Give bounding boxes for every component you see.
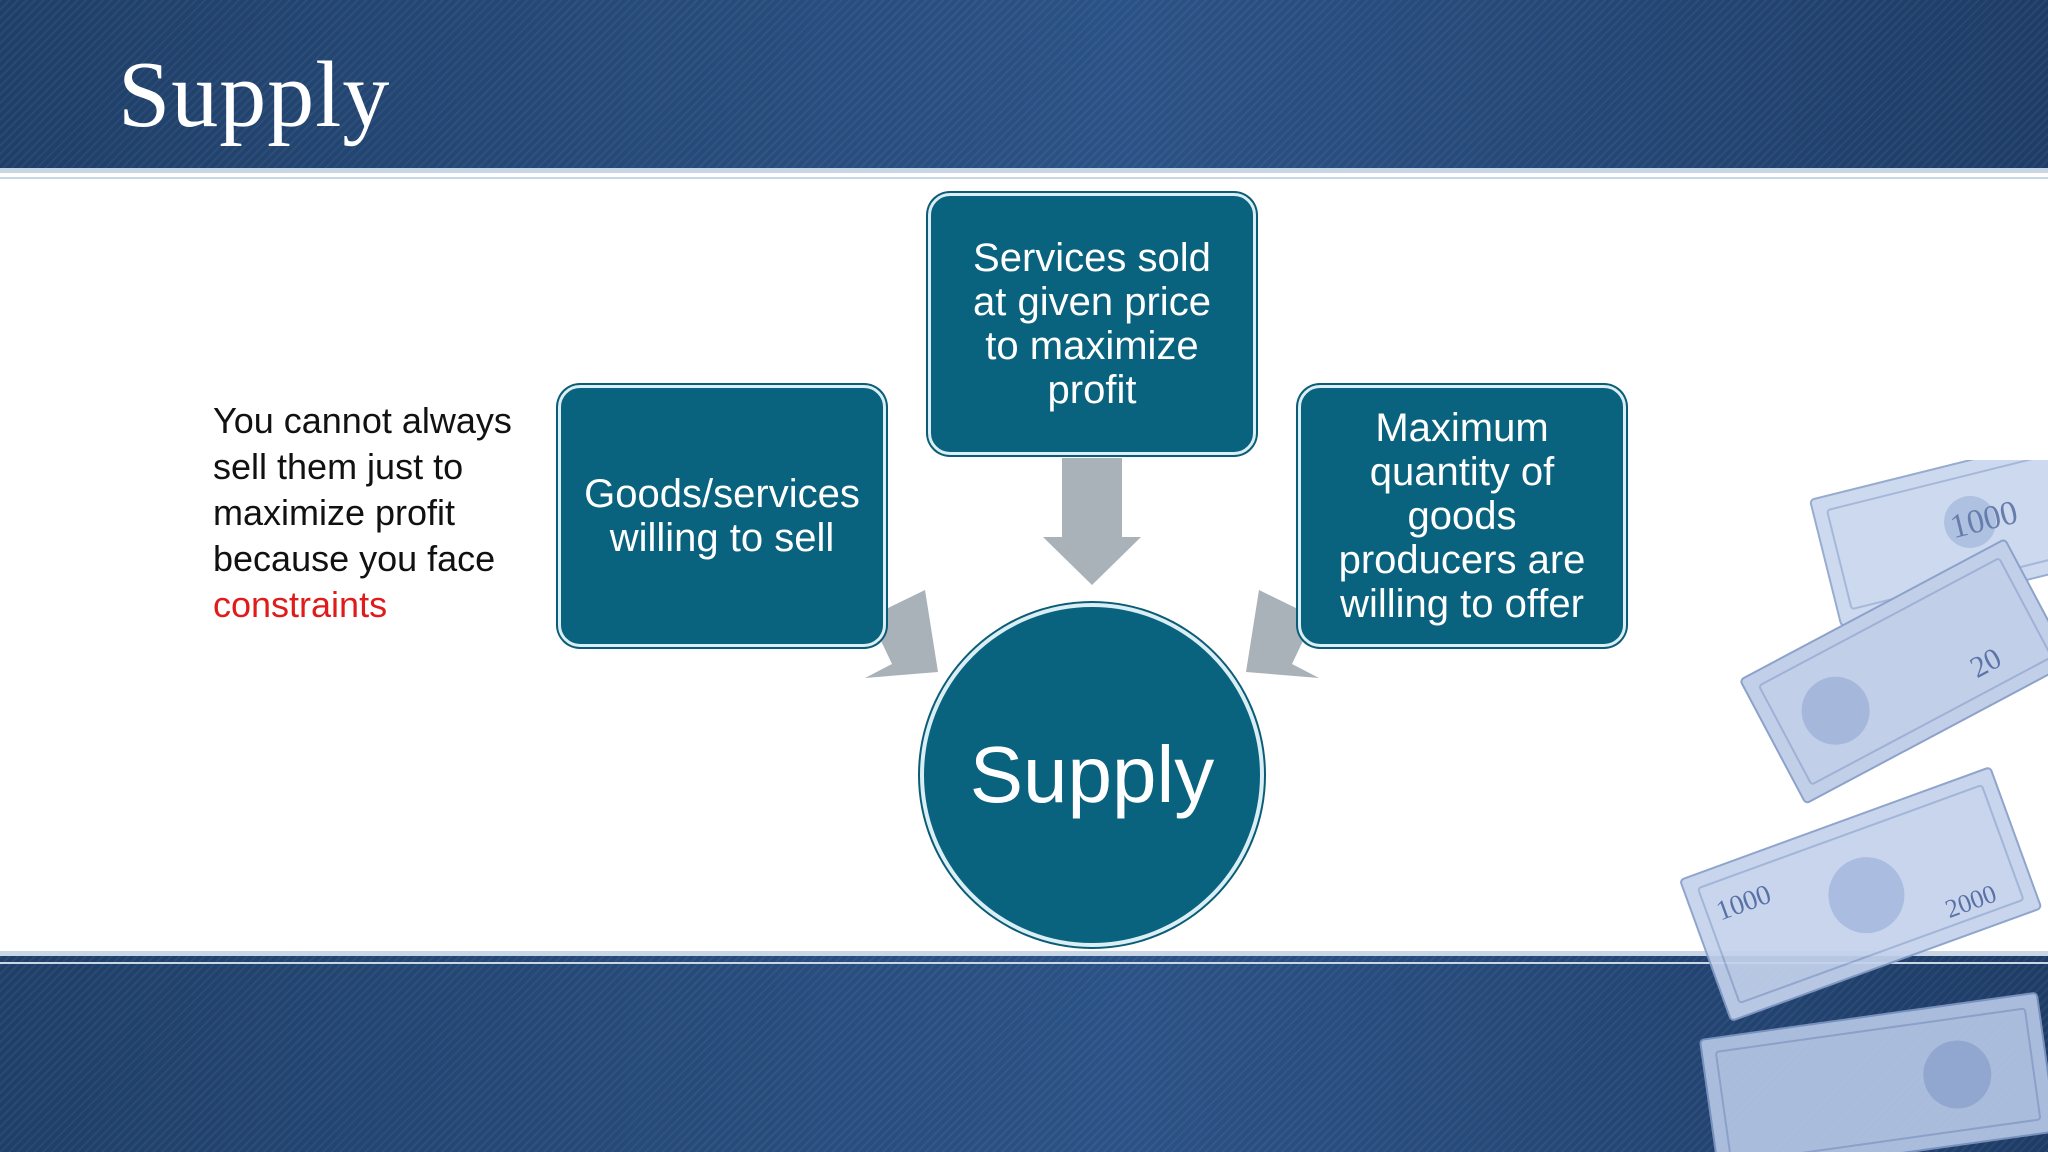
footer-rule-thin <box>0 962 2048 964</box>
side-note-line: You cannot always <box>213 400 512 441</box>
banknotes-decoration: 1000 20 1000 2000 <box>1680 460 2048 1152</box>
header-band <box>0 0 2048 168</box>
maximum-quantity-box: Maximum quantity of goods producers are … <box>1298 385 1626 647</box>
side-note-line: because you face <box>213 538 496 579</box>
box-line: producers are <box>1338 538 1586 582</box>
box-line: profit <box>1047 368 1137 412</box>
side-note-line: maximize profit <box>213 492 456 533</box>
box-line: Goods/services <box>584 472 860 516</box>
side-note: You cannot always sell them just to maxi… <box>213 398 553 628</box>
slide-title: Supply <box>118 43 391 147</box>
header-rule-thin <box>0 177 2048 179</box>
box-line: at given price <box>973 280 1211 324</box>
arrow-down <box>1043 458 1141 585</box>
services-sold-box: Services sold at given price to maximize… <box>928 193 1256 455</box>
supply-circle: Supply <box>920 603 1264 947</box>
header-rule <box>0 168 2048 173</box>
box-line: willing to sell <box>609 516 835 560</box>
box-line: quantity of <box>1369 450 1555 494</box>
box-line: to maximize <box>985 324 1199 368</box>
footer-rule <box>0 951 2048 956</box>
box-line: Maximum <box>1375 406 1549 450</box>
side-note-line: sell them just to <box>213 446 464 487</box>
box-line: willing to offer <box>1340 582 1584 626</box>
constraints-highlight: constraints <box>213 584 388 625</box>
box-line: Services sold <box>973 236 1211 280</box>
box-line: goods <box>1407 494 1517 538</box>
goods-services-box: Goods/services willing to sell <box>558 385 886 647</box>
